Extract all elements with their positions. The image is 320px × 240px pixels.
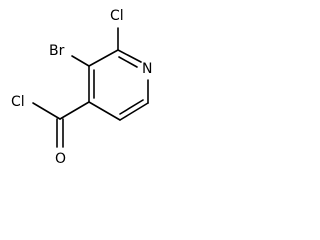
bond-carbonyl-cl: [32, 102, 61, 120]
bond-n1-c2-inner: [118, 56, 138, 68]
atom-label-n: N: [142, 61, 152, 77]
bond-c4-c5: [88, 101, 121, 121]
atom-label-br: Br: [49, 43, 65, 59]
atom-label-cl-acyl: Cl: [11, 94, 25, 110]
atom-label-cl-ring: Cl: [110, 8, 124, 24]
chemical-structure: Cl Br N Cl O: [11, 8, 152, 167]
bond-n1-c2: [117, 49, 142, 63]
atom-label-o: O: [55, 151, 66, 167]
bond-c4-carbonyl: [59, 101, 90, 120]
bond-c2-c3: [88, 49, 119, 67]
bond-c5-c6: [119, 102, 149, 121]
bond-c3-br: [71, 55, 90, 67]
bond-c5-c6-inner: [119, 99, 144, 115]
